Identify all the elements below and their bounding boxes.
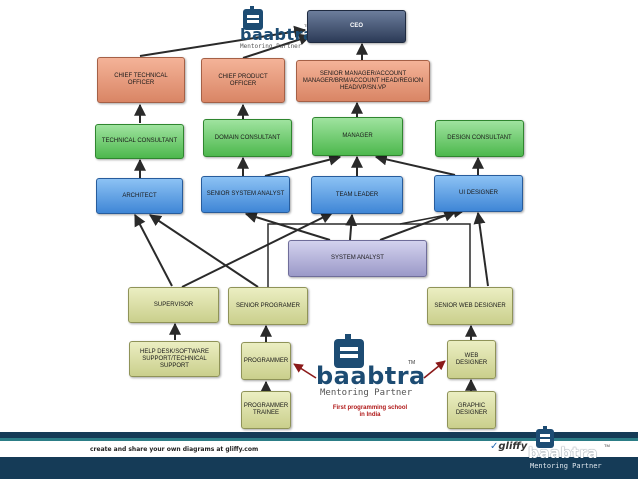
red-arrow-to-programmer <box>293 363 317 379</box>
node-senior-system-analyst[interactable]: SENIOR SYSTEM ANALYST <box>201 176 290 213</box>
node-web-designer[interactable]: WEB DESIGNER <box>447 340 496 379</box>
baabtra-logo-icon-center <box>334 334 364 368</box>
baabtra-tm-center: TM <box>408 360 416 366</box>
baabtra-logo-icon-footer <box>536 426 554 448</box>
edge-ui-designer-to-manager <box>374 153 456 176</box>
edge-senior-programer-to-ui-designer <box>267 223 471 287</box>
baabtra-tagline-footer: Mentoring Partner <box>530 462 602 470</box>
edge-senior-system-analyst-to-manager <box>264 153 342 177</box>
red-arrow-to-web-designer <box>423 360 446 379</box>
node-senior-programer[interactable]: SENIOR PROGRAMER <box>228 287 308 325</box>
edge-system-analyst-to-senior-system-analyst <box>244 211 331 241</box>
baabtra-tagline-center: Mentoring Partner <box>320 388 413 398</box>
node-manager[interactable]: MANAGER <box>312 117 403 156</box>
node-team-leader[interactable]: TEAM LEADER <box>311 176 403 214</box>
gliffy-check-icon: ✓ <box>490 441 499 452</box>
edge-system-analyst-to-team-leader <box>345 213 358 241</box>
node-programmer-trainee[interactable]: PROGRAMMER TRAINEE <box>241 391 291 429</box>
edge-senior-programer-to-architect <box>149 214 259 288</box>
baabtra-caption-line1: First programming school <box>332 405 408 411</box>
baabtra-logo-top <box>243 6 263 30</box>
footer-band-navy <box>0 432 638 438</box>
footer-band-white <box>0 441 638 457</box>
baabtra-tagline-top: Mentoring Partner <box>240 43 302 50</box>
baabtra-brand-footer: baabtra <box>528 444 598 462</box>
gliffy-footer-text: create and share your own diagrams at gl… <box>90 446 259 453</box>
node-architect[interactable]: ARCHITECT <box>96 178 183 214</box>
baabtra-tm-top: TM <box>304 23 310 28</box>
edge-senior-programer-to-ui-designer-arrow <box>399 209 463 225</box>
node-chief-product-officer[interactable]: CHIEF PRODUCT OFFICER <box>201 58 285 103</box>
baabtra-caption-line2: in India <box>359 412 381 418</box>
node-design-consultant[interactable]: DESIGN CONSULTANT <box>435 120 524 157</box>
baabtra-logo-icon <box>243 6 263 30</box>
node-ui-designer[interactable]: UI DESIGNER <box>434 175 523 212</box>
gliffy-logo: ✓ gliffy <box>490 441 527 452</box>
node-technical-consultant[interactable]: TECHNICAL CONSULTANT <box>95 124 184 159</box>
edge-supervisor-to-architect <box>134 213 173 287</box>
node-programmer[interactable]: PROGRAMMER <box>241 342 291 380</box>
edge-cpo-to-ceo <box>242 33 312 59</box>
node-system-analyst[interactable]: SYSTEM ANALYST <box>288 240 427 277</box>
node-ceo[interactable]: CEO <box>307 10 406 43</box>
gliffy-brand: gliffy <box>498 441 528 452</box>
footer-band-teal <box>0 438 638 441</box>
node-chief-technical-officer[interactable]: CHIEF TECHNICAL OFFICER <box>97 57 185 103</box>
node-graphic-designer[interactable]: GRAPHIC DESIGNER <box>447 391 496 429</box>
edge-system-analyst-to-ui-designer <box>379 210 457 241</box>
baabtra-brand-top: baabtra <box>240 25 315 44</box>
edge-supervisor-to-team-leader <box>181 212 334 288</box>
node-domain-consultant[interactable]: DOMAIN CONSULTANT <box>203 119 292 157</box>
node-senior-web-designer[interactable]: SENIOR WEB DESIGNER <box>427 287 513 325</box>
node-supervisor[interactable]: SUPERVISOR <box>128 287 219 323</box>
node-senior-manager[interactable]: SENIOR MANAGER/ACCOUNT MANAGER/BRM/ACCOU… <box>296 60 430 102</box>
baabtra-brand-center: baabtra <box>316 362 426 390</box>
baabtra-logo-top-text: baabtra Mentoring Partner <box>240 27 316 51</box>
node-help-desk[interactable]: HELP DESK/SOFTWARE SUPPORT/TECHNICAL SUP… <box>129 341 220 377</box>
baabtra-tm-footer: TM <box>604 443 610 448</box>
edge-cto-to-ceo <box>139 25 307 57</box>
edge-senior-web-designer-to-ui-designer <box>473 211 489 287</box>
footer-band-navy-bottom <box>0 457 638 479</box>
